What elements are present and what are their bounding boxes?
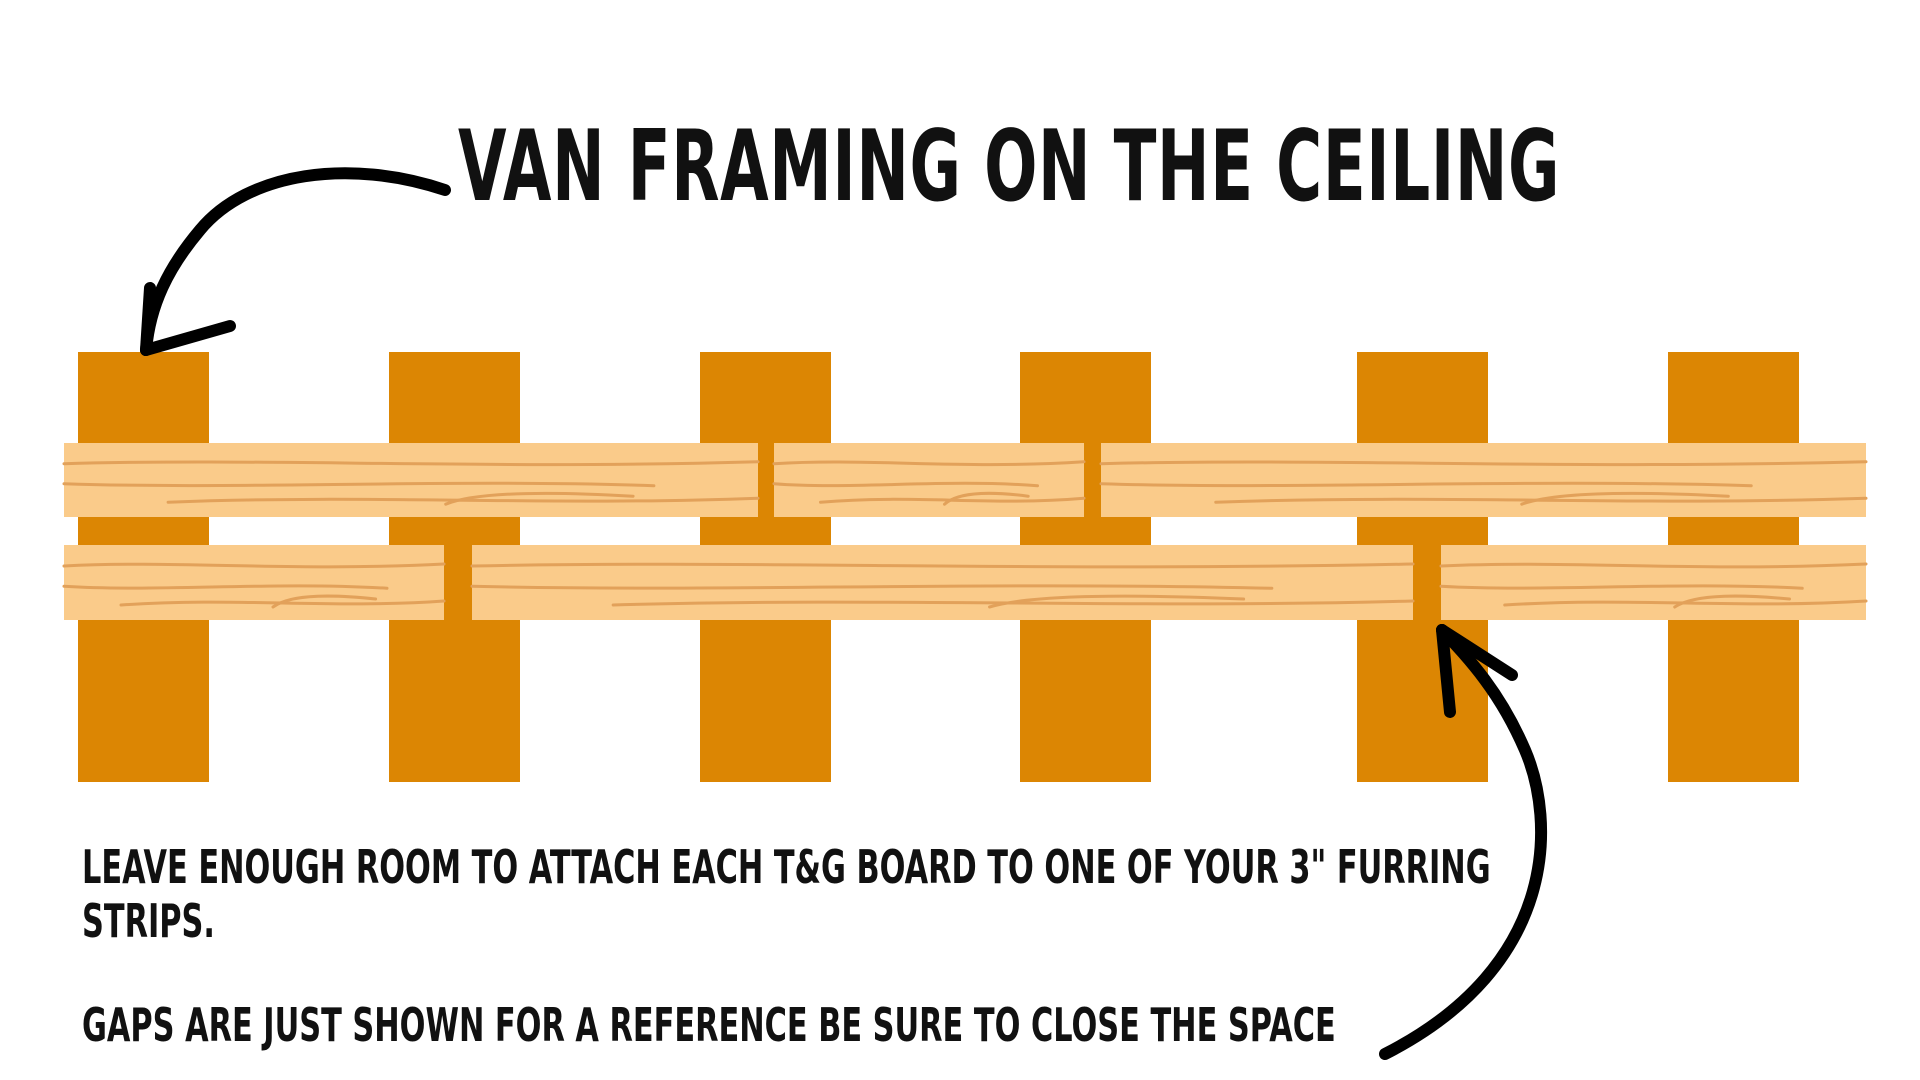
tg-board: [772, 443, 1086, 517]
tongue-and-groove-boards: [62, 443, 1868, 620]
tg-board: [470, 545, 1415, 620]
reference-note: GAPS ARE JUST SHOWN FOR A REFERENCE BE S…: [82, 998, 1336, 1052]
instruction-line-2: STRIPS.: [82, 894, 215, 948]
bottom-curved-arrow-icon: [1379, 624, 1547, 1060]
tg-board: [1439, 545, 1868, 620]
top-curved-arrow-icon: [140, 167, 451, 356]
tg-board: [1099, 443, 1868, 517]
diagram-title: VAN FRAMING ON THE CEILING: [458, 110, 1561, 224]
tg-board: [62, 443, 760, 517]
instruction-line-1: LEAVE ENOUGH ROOM TO ATTACH EACH T&G BOA…: [82, 840, 1491, 894]
instruction-note: LEAVE ENOUGH ROOM TO ATTACH EACH T&G BOA…: [82, 840, 1491, 948]
tg-board: [62, 545, 446, 620]
